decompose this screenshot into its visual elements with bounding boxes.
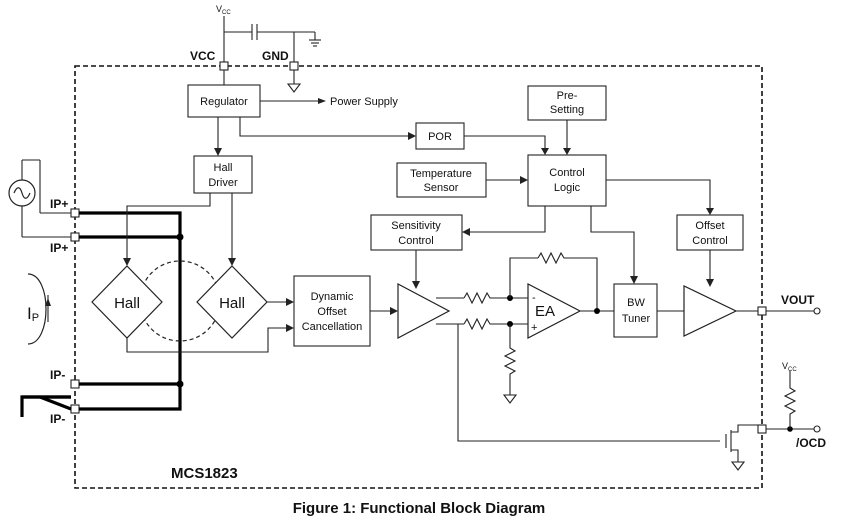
supply-network — [223, 16, 321, 62]
vcc-pin-label: VCC — [190, 49, 216, 63]
ip-current-label: IP — [27, 304, 39, 324]
dyn-offset-label-3: Cancellation — [302, 321, 363, 333]
ocd-label: /OCD — [796, 436, 826, 450]
vcc-pin — [219, 61, 229, 71]
ip-minus-2-pin — [70, 404, 80, 414]
resistor-feedback — [537, 251, 598, 311]
ip-minus-2-label: IP- — [50, 412, 65, 426]
presetting-label-2: Setting — [550, 104, 584, 116]
ocd-terminal-icon — [813, 425, 821, 433]
hall-right-label: Hall — [219, 295, 245, 312]
current-direction-icon — [45, 298, 51, 306]
bw-tuner-block — [613, 283, 658, 338]
ip-plus-1-pin — [70, 208, 80, 218]
primary-conductor — [79, 211, 184, 411]
gnd-internal-icon — [286, 83, 302, 93]
ea-ground-icon — [502, 394, 518, 404]
ocd-pin — [757, 424, 767, 434]
figure-caption: Figure 1: Functional Block Diagram — [293, 500, 546, 517]
resistor-ground — [503, 324, 517, 395]
vout-label: VOUT — [781, 293, 815, 307]
bw-tuner-label-1: BW — [627, 297, 645, 309]
power-supply-label: Power Supply — [330, 96, 398, 108]
pullup-resistor — [783, 374, 797, 429]
sensitivity-control-block — [370, 214, 463, 251]
sensitivity-label-1: Sensitivity — [391, 220, 441, 232]
chip-boundary — [74, 65, 763, 489]
offset-control-label-1: Offset — [695, 220, 724, 232]
ocd-transistor — [725, 424, 758, 471]
ip-plus-2-label: IP+ — [50, 241, 68, 255]
presetting-block — [527, 85, 607, 121]
temp-sensor-label-2: Sensor — [424, 182, 459, 194]
hall-driver-label-1: Hall — [214, 162, 233, 174]
gnd-pin — [289, 61, 299, 71]
hall-left-label: Hall — [114, 295, 140, 312]
hall-driver-label-2: Driver — [208, 177, 238, 189]
vout-terminal-icon — [813, 307, 821, 315]
control-logic-label-1: Control — [549, 167, 584, 179]
vcc-bottom-label: VCC — [782, 361, 797, 373]
gnd-pin-label: GND — [262, 49, 289, 63]
temp-sensor-label-1: Temperature — [410, 168, 472, 180]
sensitivity-label-2: Control — [398, 235, 433, 247]
por-block — [415, 122, 465, 150]
ea-minus-label: - — [532, 292, 536, 304]
vcc-top-label: VCC — [216, 4, 231, 16]
output-buffer — [683, 285, 738, 337]
regulator-label: Regulator — [200, 96, 248, 108]
ip-plus-2-pin — [70, 232, 80, 242]
dyn-offset-label-2: Offset — [317, 306, 346, 318]
resistor-bottom — [463, 317, 528, 331]
hall-element-right — [196, 265, 268, 339]
control-logic-block — [527, 154, 607, 207]
ea-plus-label: + — [531, 322, 537, 334]
dynamic-offset-block — [293, 275, 371, 347]
preamp — [397, 283, 451, 339]
current-source — [8, 159, 71, 238]
bw-tuner-label-2: Tuner — [622, 313, 651, 325]
vout-pin — [757, 306, 767, 316]
por-label: POR — [428, 131, 452, 143]
ip-plus-1-label: IP+ — [50, 197, 68, 211]
offset-control-block — [676, 214, 744, 251]
ea-label: EA — [535, 303, 555, 320]
resistor-top — [463, 291, 528, 305]
regulator-block — [187, 84, 261, 118]
presetting-label-1: Pre- — [557, 90, 578, 102]
control-logic-label-2: Logic — [554, 182, 581, 194]
ip-minus-1-label: IP- — [50, 368, 65, 382]
ip-minus-1-pin — [70, 379, 80, 389]
offset-control-label-2: Control — [692, 235, 727, 247]
error-amplifier — [527, 283, 582, 339]
dyn-offset-label-1: Dynamic — [311, 291, 354, 303]
hall-driver-block — [193, 155, 253, 194]
chip-name: MCS1823 — [171, 465, 238, 482]
power-supply-arrow-icon — [318, 98, 326, 104]
